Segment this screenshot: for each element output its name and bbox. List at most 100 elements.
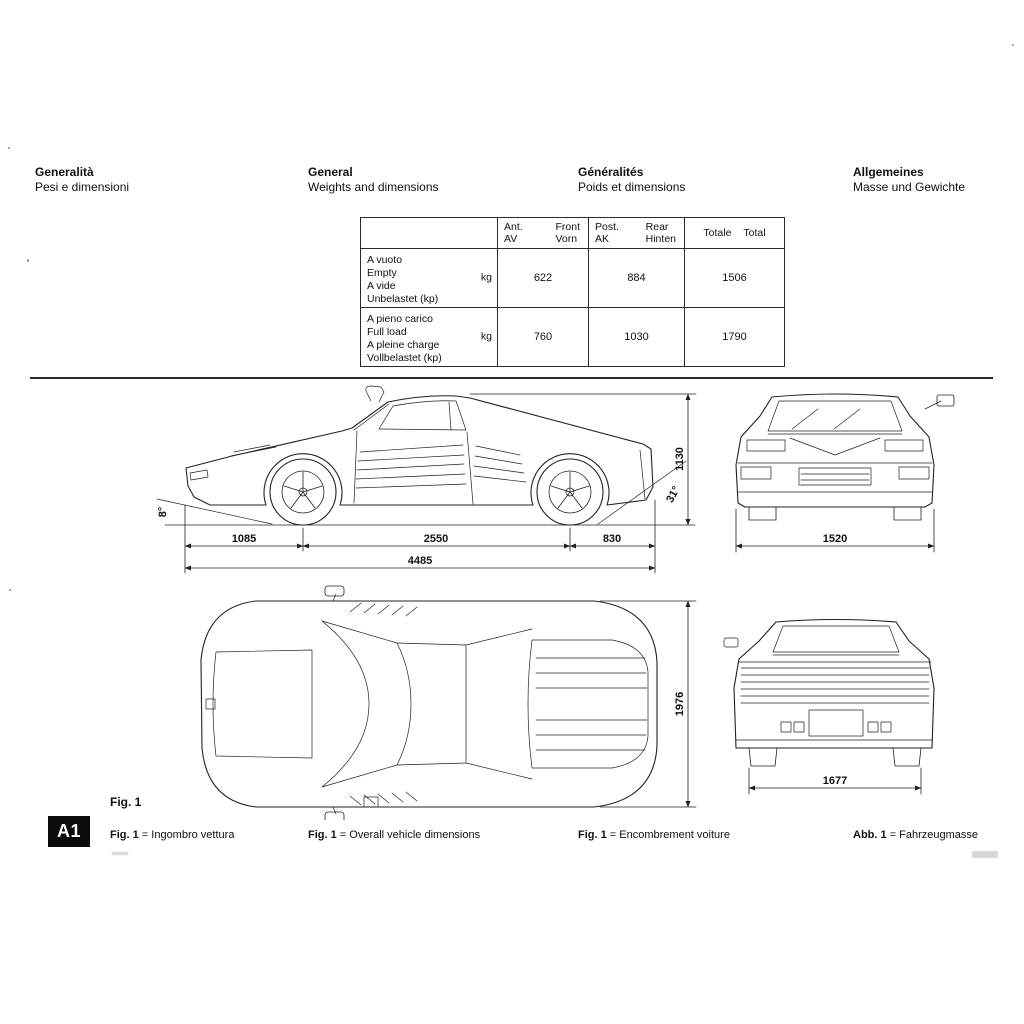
rear-window [772,625,900,653]
trunk-latch [205,698,216,710]
caption-french-label: Fig. 1 [578,829,607,841]
full-load-label-fr: A pleine charge [367,339,440,351]
side-body-outline [185,395,654,506]
caption-italian-text: = Ingombro vettura [141,829,235,841]
figure-label: Fig. 1 [110,795,142,809]
hood-crease [789,437,881,456]
full-load-total-weight: 1790 [722,330,747,343]
weights-row-full-load: A pieno carico Full load A pleine charge… [361,307,784,366]
empty-total-weight: 1506 [722,271,747,284]
windshield [767,400,903,432]
left-headlight-pod [746,439,786,452]
trunk-lid [212,649,313,759]
right-mirror-plan [324,811,345,820]
empty-label-fr: A vide [367,280,396,292]
door-seams [353,430,474,505]
full-load-label-en: Full load [367,326,407,338]
top-body-outline [200,600,658,808]
weights-row-empty: A vuoto Empty A vide Unbelastet (kp) kg … [361,248,784,307]
mirror-rear-view [723,637,739,648]
side-view-drawing [156,385,696,526]
front-header-it: Ant. [504,221,523,233]
periscope-mirror [365,385,385,403]
engine-deck [527,639,649,769]
caption-english: Fig. 1 = Overall vehicle dimensions [308,829,480,841]
full-load-front-weight: 760 [498,308,589,366]
dim-rear-angle: 31° [664,484,682,504]
scan-speck [27,259,29,262]
weights-table-front-header: Ant. AV Front Vorn [498,218,589,248]
a-pillars-plan [321,620,398,788]
rear-header-en: Rear [645,221,669,233]
mirror-stalks-plan [332,593,337,815]
dim-height: 1130 [674,447,686,471]
full-load-rear-weight: 1030 [589,308,685,366]
scan-speck [9,589,11,591]
empty-front-weight: 622 [498,249,589,307]
empty-label-de: Unbelastet (kp) [367,293,439,305]
header-italian: Generalità Pesi e dimensioni [35,165,129,194]
side-hatch-bottom [349,791,418,806]
a-pillar-line [353,403,390,431]
header-french: Généralités Poids et dimensions [578,165,685,194]
front-wheel [269,458,337,526]
header-english: General Weights and dimensions [308,165,439,194]
rear-tires [748,747,922,767]
empty-row-labels: A vuoto Empty A vide Unbelastet (kp) kg [361,249,498,307]
rear-body-outline [733,618,935,749]
front-grille [798,467,872,486]
window-divider [448,401,452,431]
caption-italian: Fig. 1 = Ingombro vettura [110,829,234,841]
caption-french: Fig. 1 = Encombrement voiture [578,829,730,841]
scan-smudge [972,851,998,858]
full-load-row-labels: A pieno carico Full load A pleine charge… [361,308,498,366]
door-mirror [936,394,955,407]
dim-rear-width: 1677 [823,775,847,787]
section-code-badge: A1 [48,816,90,847]
top-view-drawing [200,585,658,820]
dim-overall-width: 1976 [674,692,686,716]
rear-view-drawing [723,618,935,767]
buttresses [465,628,533,780]
dim-front-width: 1520 [823,533,847,545]
horizontal-divider [30,377,993,379]
departure-angle-line [597,460,687,525]
weights-table-total-header: Totale Total [685,218,784,248]
weights-table-header-row: Ant. AV Front Vorn Post. AK Rear Hinten [361,218,784,248]
front-header-de: Vorn [555,233,578,245]
full-load-label-it: A pieno carico [367,313,433,325]
full-load-unit: kg [480,330,492,343]
total-header-en: Total [743,226,766,239]
figure-1-drawings: 1085 2550 830 4485 1130 8° 31° [156,385,955,820]
cowl-arc [321,620,370,788]
front-header-fr: AV [504,233,518,245]
dim-rear-overhang: 830 [603,533,621,545]
left-mirror-plan [324,585,345,597]
side-view-dimensions [184,393,697,574]
caption-german-text: = Fahrzeugmasse [889,829,979,841]
license-plate [808,709,864,737]
rear-header-it: Post. [595,221,619,233]
caption-italian-label: Fig. 1 [110,829,139,841]
rear-header-de: Hinten [645,233,676,245]
front-header-en: Front [555,221,580,233]
dim-overall-length: 4485 [408,555,432,567]
caption-german-label: Abb. 1 [853,829,887,841]
right-indicator [898,466,930,480]
side-strakes [355,444,467,489]
header-subtitle-english: Weights and dimensions [308,179,439,194]
empty-label-it: A vuoto [367,254,403,266]
taillight-panel-edge [639,449,646,500]
mirror-stalk [924,400,942,410]
header-title-german: Allgemeines [853,165,924,179]
dim-front-overhang: 1085 [232,533,256,545]
total-header-it: Totale [703,226,732,239]
empty-rear-weight: 884 [589,249,685,307]
fuel-flap [363,796,379,808]
rear-view-dimensions [748,767,922,795]
roof-front-edge [396,642,412,766]
header-title-italian: Generalità [35,165,94,179]
scan-smudge [112,852,128,855]
caption-german: Abb. 1 = Fahrzeugmasse [853,829,978,841]
deck-slats [535,657,648,751]
